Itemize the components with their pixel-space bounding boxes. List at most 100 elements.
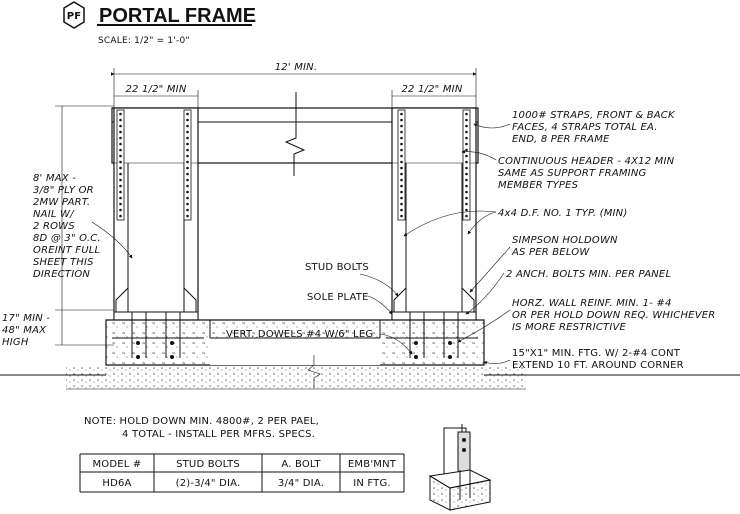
callouts: 1000# STRAPS, FRONT & BACK FACES, 4 STRA… — [226, 110, 715, 371]
header-line-3: MEMBER TYPES — [498, 180, 579, 191]
height-note: 17" MIN - 48" MAX HIGH — [2, 313, 50, 348]
strap-nail-hole — [119, 178, 122, 182]
strap-nail-hole — [400, 214, 403, 218]
sheathing-line-2: 3/8" PLY OR — [33, 185, 94, 196]
overall-width-label: 12' MIN. — [275, 62, 318, 73]
strap-nail-hole — [119, 112, 122, 116]
holdown-line-1: SIMPSON HOLDOWN — [512, 235, 618, 246]
title-block: PF PORTAL FRAME SCALE: 1/2" = 1'-0" — [63, 1, 256, 46]
table-cell-stud-bolts: (2)-3/4" DIA. — [176, 478, 241, 489]
sheathing-note: 8' MAX - 3/8" PLY OR 2MW PART. NAIL W/ 2… — [33, 173, 133, 280]
strap-nail-hole — [186, 166, 189, 170]
strap-nail-hole — [465, 112, 468, 116]
sheathing-line-3: 2MW PART. — [33, 197, 90, 208]
strap-nail-hole — [119, 154, 122, 158]
anchor-bolts — [131, 312, 459, 358]
straps-line-2: FACES, 4 STRAPS TOTAL EA. — [512, 122, 658, 133]
strap-nail-hole — [465, 208, 468, 212]
strap-nail-hole — [400, 142, 403, 146]
dowels-callout: VERT. DOWELS #4 W/6" LEG — [226, 329, 373, 340]
strap-nail-hole — [119, 196, 122, 200]
strap-nail-hole — [119, 142, 122, 146]
footing-line-1: 15"X1" MIN. FTG. W/ 2-#4 CONT — [512, 348, 681, 359]
table-cell-a-bolt: 3/4" DIA. — [278, 478, 324, 489]
table-header-stud-bolts: STUD BOLTS — [176, 459, 240, 470]
strap-nail-hole — [465, 148, 468, 152]
strap-nail-hole — [186, 148, 189, 152]
portal-frame — [0, 92, 740, 390]
strap-nail-hole — [400, 166, 403, 170]
strap-nail-hole — [465, 184, 468, 188]
strap-nail-hole — [465, 160, 468, 164]
strap-nail-hole — [186, 190, 189, 194]
strap-nail-hole — [400, 196, 403, 200]
strap-nail-hole — [119, 172, 122, 176]
strap-nail-hole — [119, 130, 122, 134]
height-line-1: 17" MIN - — [2, 313, 50, 324]
strap-nail-hole — [400, 160, 403, 164]
strap-nail-hole — [186, 112, 189, 116]
strap-nail-hole — [465, 130, 468, 134]
strap-nail-hole — [465, 178, 468, 182]
strap-nail-hole — [119, 202, 122, 206]
straps-line-3: END, 8 PER FRAME — [512, 134, 610, 145]
page-title: PORTAL FRAME — [99, 5, 256, 27]
sheathing-line-4: NAIL W/ — [33, 209, 75, 220]
sheathing-line-6: 8D @ 3" O.C. — [33, 233, 101, 244]
strap-nail-hole — [186, 136, 189, 140]
wall-reinf-line-1: HORZ. WALL REINF. MIN. 1- #4 — [512, 298, 672, 309]
stud-bolts-callout: STUD BOLTS — [305, 262, 369, 273]
holdown-line-2: AS PER BELOW — [511, 247, 590, 258]
strap-nail-hole — [186, 214, 189, 218]
break-line — [284, 92, 306, 176]
strap-nail-hole — [119, 184, 122, 188]
sheathing-line-8: SHEET THIS — [33, 257, 94, 268]
note-line-1: NOTE: HOLD DOWN MIN. 4800#, 2 PER PAEL, — [84, 416, 319, 427]
title-badge: PF — [67, 11, 82, 22]
anchor-callout: 2 ANCH. BOLTS MIN. PER PANEL — [506, 269, 671, 280]
height-line-2: 48" MAX — [2, 325, 47, 336]
strap-nail-hole — [465, 190, 468, 194]
straps-line-1: 1000# STRAPS, FRONT & BACK — [512, 110, 676, 121]
strap-nail-hole — [119, 208, 122, 212]
strap-nail-hole — [186, 196, 189, 200]
strap-left-outer — [116, 109, 125, 221]
strap-nail-hole — [119, 214, 122, 218]
strap-nail-hole — [400, 202, 403, 206]
sheathing-line-5: 2 ROWS — [33, 221, 75, 232]
strap-right-outer — [462, 109, 471, 221]
strap-nail-hole — [119, 190, 122, 194]
height-line-3: HIGH — [2, 337, 29, 348]
sheathing-line-9: DIRECTION — [33, 269, 90, 280]
dimension-lines: 12' MIN. 22 1/2" MIN 22 1/2" MIN — [55, 62, 477, 346]
strap-nail-hole — [186, 154, 189, 158]
strap-nail-hole — [400, 190, 403, 194]
strap-nail-hole — [119, 136, 122, 140]
strap-nail-hole — [465, 124, 468, 128]
header-line-1: CONTINUOUS HEADER - 4X12 MIN — [498, 156, 675, 167]
strap-nail-hole — [400, 154, 403, 158]
left-panel-width-label: 22 1/2" MIN — [125, 84, 186, 95]
strap-nail-hole — [119, 118, 122, 122]
strap-nail-hole — [400, 124, 403, 128]
strap-nail-hole — [186, 130, 189, 134]
strap-nail-hole — [186, 142, 189, 146]
strap-nail-hole — [400, 136, 403, 140]
table-header-model: MODEL # — [92, 459, 141, 470]
strap-nail-hole — [186, 178, 189, 182]
sole-plate-right — [391, 311, 477, 321]
strap-nail-hole — [465, 118, 468, 122]
strap-nail-hole — [465, 166, 468, 170]
strap-nail-hole — [119, 160, 122, 164]
strap-nail-hole — [465, 154, 468, 158]
wall-reinf-line-3: IS MORE RESTRICTIVE — [512, 322, 627, 333]
table-cell-embedment: IN FTG. — [353, 478, 391, 489]
strap-nail-hole — [119, 148, 122, 152]
strap-nail-hole — [400, 178, 403, 182]
note-line-2: 4 TOTAL - INSTALL PER MFRS. SPECS. — [122, 429, 315, 440]
strap-nail-hole — [400, 208, 403, 212]
rebar-dots — [136, 341, 452, 359]
strap-nail-hole — [465, 136, 468, 140]
holdown-note: NOTE: HOLD DOWN MIN. 4800#, 2 PER PAEL, … — [84, 416, 319, 440]
